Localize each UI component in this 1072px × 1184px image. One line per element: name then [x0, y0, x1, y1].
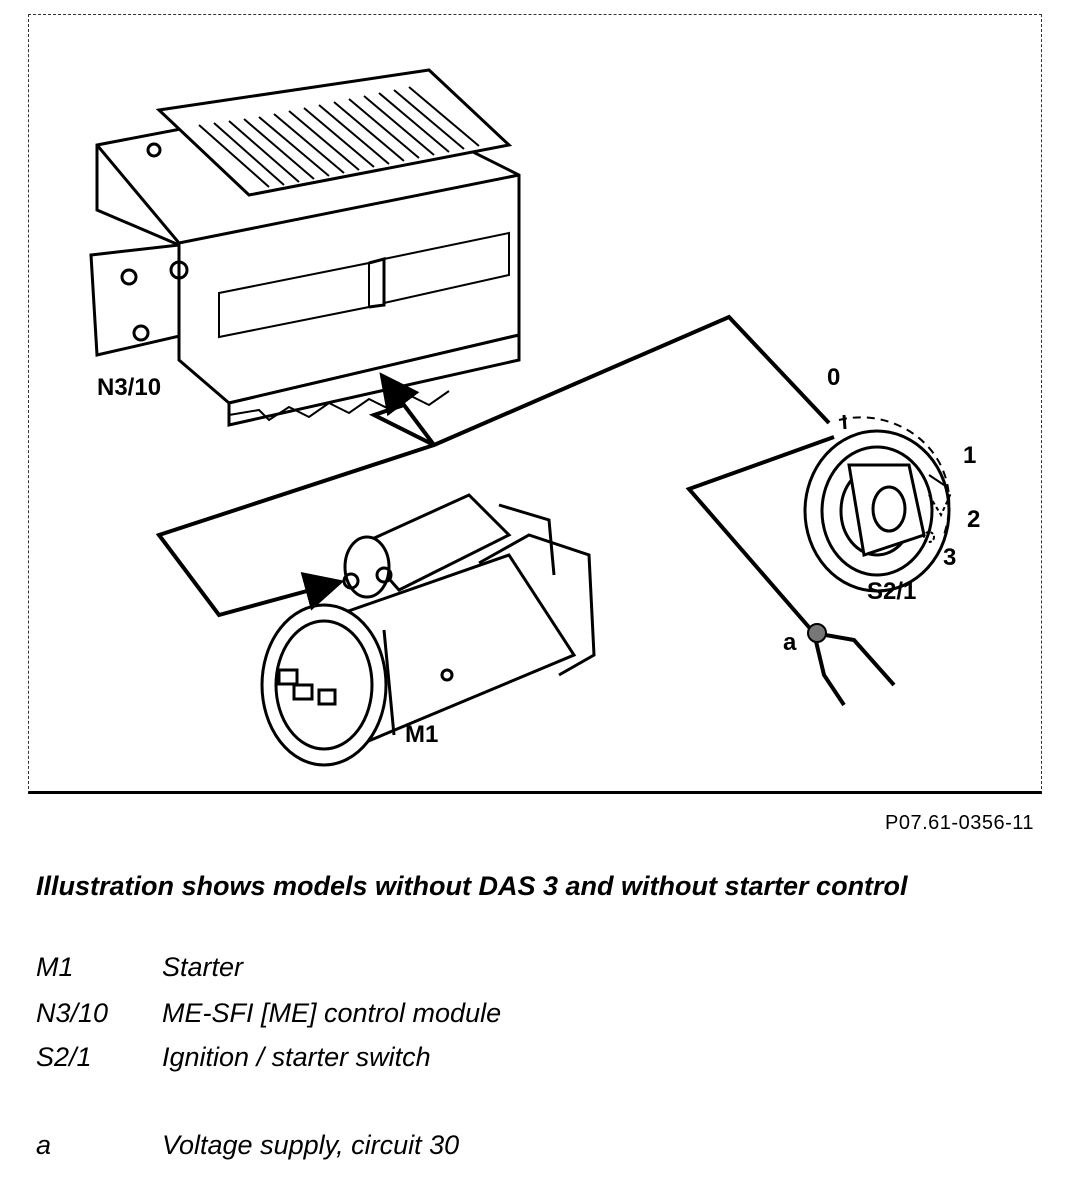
label-switch-position-1: 1 — [963, 442, 976, 469]
legend-item: N3/10 ME-SFI [ME] control module — [36, 998, 501, 1029]
wiring-diagram: N3/10 M1 S2/1 a 0 1 2 3 — [28, 14, 1042, 794]
legend-code: M1 — [36, 952, 74, 982]
label-s2-1: S2/1 — [867, 578, 916, 605]
legend-item: M1 Starter — [36, 952, 243, 983]
label-switch-position-2: 2 — [967, 506, 980, 533]
label-switch-position-0: 0 — [827, 364, 840, 391]
starter-m1 — [260, 493, 596, 767]
diagram-drawing: N3/10 M1 S2/1 a 0 1 2 3 — [89, 68, 980, 767]
legend-description: Starter — [162, 952, 244, 982]
figure-reference: P07.61-0356-11 — [885, 812, 1034, 834]
label-n3-10: N3/10 — [97, 374, 161, 401]
figure-caption: Illustration shows models without DAS 3 … — [36, 871, 908, 901]
legend-description: ME-SFI [ME] control module — [162, 998, 502, 1028]
legend-item: S2/1 Ignition / starter switch — [36, 1042, 431, 1073]
control-module-n3-10 — [89, 68, 521, 427]
legend-description: Voltage supply, circuit 30 — [162, 1130, 460, 1160]
ignition-switch-s2-1 — [803, 414, 952, 593]
legend-code: S2/1 — [36, 1042, 92, 1072]
label-a: a — [783, 629, 797, 656]
label-switch-position-3: 3 — [943, 544, 956, 571]
label-m1: M1 — [405, 721, 438, 748]
junction-point-a — [807, 623, 827, 643]
legend-description: Ignition / starter switch — [162, 1042, 431, 1072]
legend-item: a Voltage supply, circuit 30 — [36, 1130, 459, 1161]
wiring-harness — [155, 314, 896, 707]
legend-code: a — [36, 1130, 52, 1160]
legend-code: N3/10 — [36, 998, 109, 1028]
